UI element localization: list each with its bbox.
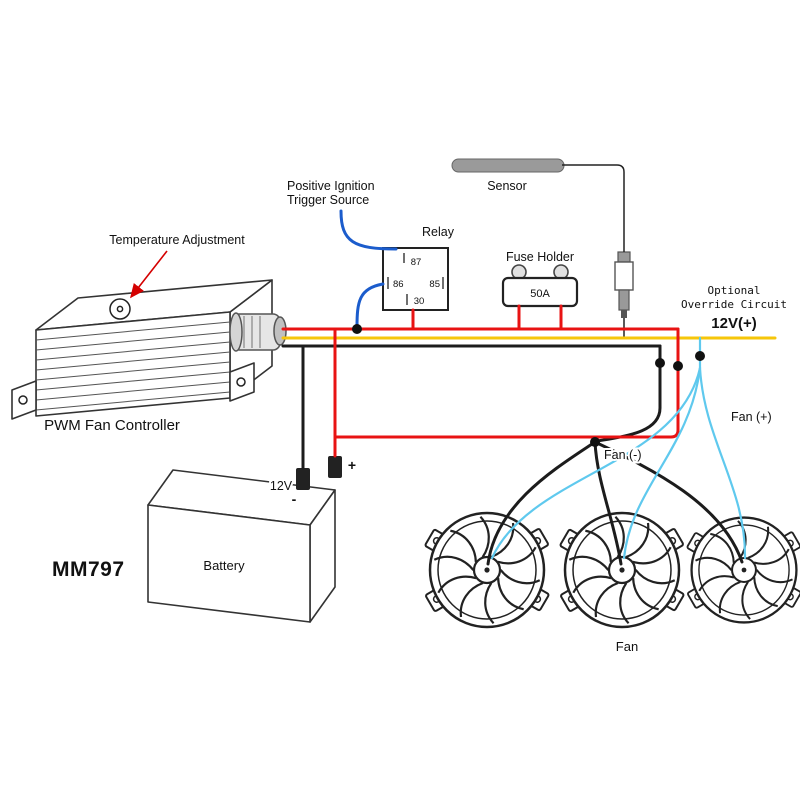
model-label: MM797 [52, 558, 125, 581]
cable-gland [229, 312, 287, 352]
fuse-body [501, 276, 579, 308]
cyan-fan3-positive-wire [698, 366, 747, 560]
cyan-fan1-positive-wire [490, 366, 702, 560]
sensor-wire [562, 164, 625, 252]
fuse-rating-label: 50A [530, 288, 550, 300]
relay-pin-30: 30 [414, 296, 425, 307]
black-fan3-negative-wire [593, 440, 744, 564]
relay [382, 247, 449, 311]
relay-pin-85: 85 [429, 279, 440, 290]
controller-fins [35, 321, 231, 411]
battery-label: Battery [203, 558, 245, 573]
fan-1 [423, 511, 551, 629]
trigger-label-line1: Positive Ignition [287, 179, 375, 193]
override-voltage-label: 12V(+) [711, 315, 756, 332]
battery [147, 456, 342, 623]
battery-plus-sign: + [348, 457, 356, 473]
controller-front-face [35, 311, 231, 417]
junction-dots [352, 324, 705, 447]
override-label-line1: Optional [708, 284, 761, 297]
fan-plus-label: Fan (+) [731, 410, 772, 424]
mount-flange-left [11, 380, 37, 420]
controller-label: PWM Fan Controller [44, 417, 180, 434]
blue-relay-wire [355, 282, 385, 329]
relay-pin-86: 86 [393, 279, 404, 290]
blue-trigger-wire [339, 209, 398, 251]
relay-label: Relay [422, 225, 455, 239]
sensor-label: Sensor [487, 179, 527, 193]
wires [281, 164, 777, 566]
adjustment-knob [109, 298, 131, 320]
black-fan-feed-wire [595, 344, 662, 443]
override-label-line2: Override Circuit [681, 298, 787, 311]
junction-fan-negative [590, 437, 600, 447]
fan-label: Fan [616, 639, 638, 654]
junction-trigger [352, 324, 362, 334]
fuse-holder [501, 264, 579, 308]
mount-flange-right [229, 362, 255, 402]
sensor-connector [614, 251, 634, 318]
sensor-probe [451, 158, 565, 173]
black-fan2-negative-wire [593, 440, 623, 566]
flange-hole-left [18, 395, 28, 405]
red-return-wire [333, 327, 680, 439]
battery-voltage-label: 12V [270, 479, 293, 493]
black-fan1-negative-wire [486, 440, 597, 566]
fuse-holder-label: Fuse Holder [506, 250, 574, 264]
relay-body [382, 247, 449, 311]
battery-terminal-positive [328, 456, 342, 478]
junction-ground [655, 358, 665, 368]
relay-pin-87: 87 [411, 257, 422, 268]
adjustment-knob-dot [116, 305, 124, 313]
junction-power [673, 361, 683, 371]
junction-override [695, 351, 705, 361]
cyan-fan2-positive-wire [622, 366, 702, 560]
temperature-adjustment-label: Temperature Adjustment [109, 233, 245, 247]
battery-minus-sign: - [292, 491, 297, 507]
fan-2 [558, 511, 686, 629]
trigger-label-line2: Trigger Source [287, 193, 369, 207]
pwm-fan-controller [11, 279, 287, 420]
temperature-arrow [130, 250, 168, 299]
battery-front-face [147, 504, 311, 623]
flange-hole-right [236, 377, 246, 387]
battery-terminal-negative [296, 468, 310, 490]
fan-minus-label: Fan (-) [604, 448, 642, 462]
